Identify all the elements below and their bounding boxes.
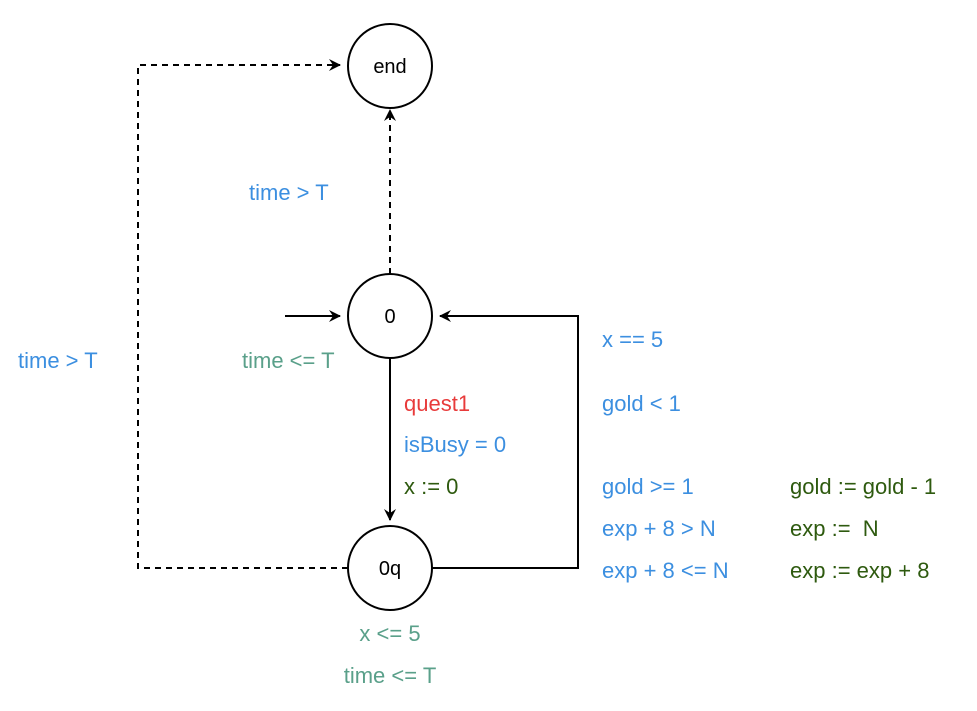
state-0q-label: 0q	[379, 558, 401, 580]
branch-guard: exp + 8 > N	[602, 516, 716, 541]
return-edge-guard-2: gold < 1	[602, 391, 681, 416]
upper-edge-guard: time > T	[249, 180, 329, 205]
left-edge-guard: time > T	[18, 348, 98, 373]
return-edge-guard-1: x == 5	[602, 327, 663, 352]
branch-update: exp := exp + 8	[790, 558, 929, 583]
state-0q: 0q	[347, 525, 433, 611]
state-end: end	[347, 23, 433, 109]
down-edge-update: x := 0	[404, 474, 458, 499]
edge-0q-to-end-dashed	[137, 59, 348, 569]
branch-update: exp := N	[790, 516, 879, 541]
down-edge-guard: isBusy = 0	[404, 432, 506, 457]
branch-update: gold := gold - 1	[790, 474, 936, 499]
down-edge-sync: quest1	[404, 391, 470, 416]
state-0q-invariant-1: x <= 5	[359, 621, 420, 646]
branch-guard: gold >= 1	[602, 474, 694, 499]
state-0: 0	[347, 273, 433, 359]
state-0q-invariant-2: time <= T	[344, 663, 437, 688]
state-0-label: 0	[384, 306, 395, 328]
branch-guard: exp + 8 <= N	[602, 558, 729, 583]
state-end-label: end	[373, 56, 406, 78]
state-0-invariant: time <= T	[242, 348, 335, 373]
edge-0q-to-0-return	[432, 310, 579, 569]
